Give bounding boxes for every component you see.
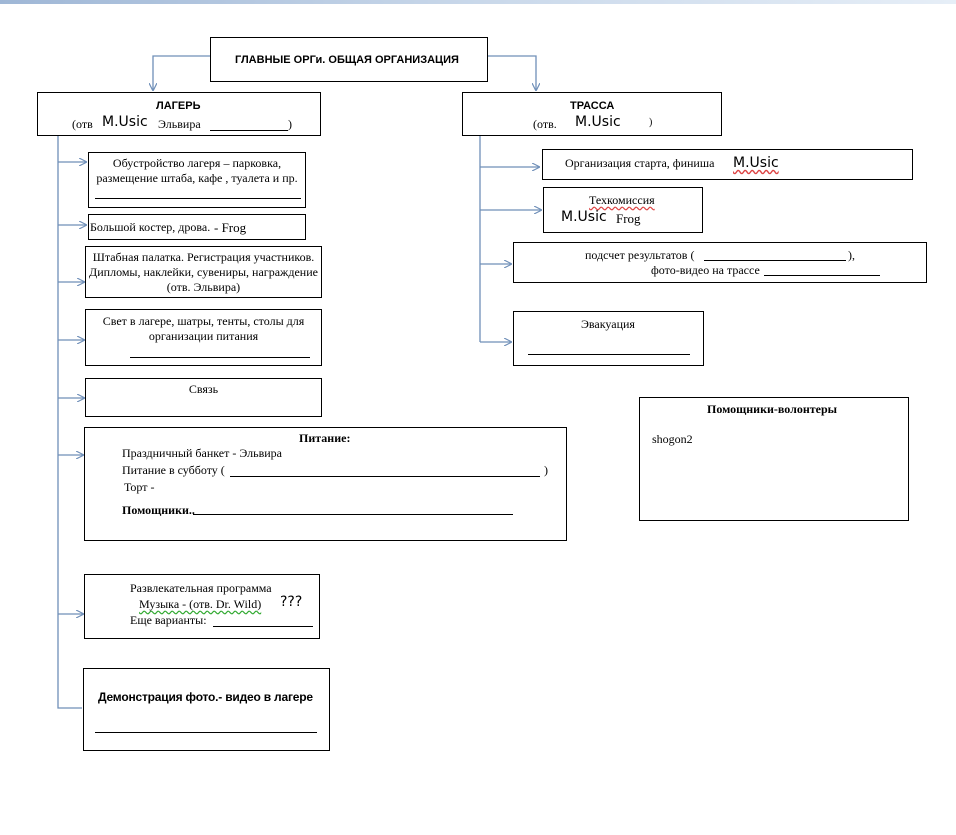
track-results-blank2 [764,275,880,276]
track-tech-box: Техкомиссия M.Usic Frog [543,187,703,233]
camp-entertainment-box: Развлекательная программа Музыка - (отв.… [84,574,320,639]
camp-hq-line1: Штабная палатка. Регистрация участников. [92,250,315,264]
track-results-line2: фото-видео на трассе [651,263,760,277]
camp-ent-more: Еще варианты: [130,613,207,627]
camp-light-box: Свет в лагере, шатры, тенты, столы для о… [85,309,322,366]
camp-bonfire-helper: - Frog [214,220,247,235]
track-results-blank1 [704,260,846,261]
camp-ent-music: Музыка - (отв. Dr. Wild) [139,597,262,611]
camp-light-line1: Свет в лагере, шатры, тенты, столы для [102,314,305,328]
camp-bonfire-text: Большой костер, дрова. [90,220,211,234]
track-results-line1-suffix: ), [848,248,855,262]
camp-ent-line1: Развлекательная программа [130,581,272,595]
camp-setup-blank [95,198,301,199]
camp-resp-name2: Эльвира [158,117,201,131]
camp-food-helpers: Помощники.. [122,503,195,517]
camp-resp-suffix: ) [288,117,292,131]
track-resp-prefix: (отв. [533,117,557,131]
track-box: ТРАССА (отв. M.Usic ) [462,92,722,136]
track-tech-resp2: Frog [616,211,641,226]
camp-food-cake: Торт - [124,480,155,494]
camp-title: ЛАГЕРЬ [156,100,201,112]
track-evac-box: Эвакуация [513,311,704,366]
volunteers-box: Помощники-волонтеры shogon2 [639,397,909,521]
volunteers-name: shogon2 [652,432,693,446]
track-tech-title: Техкомиссия [589,193,655,207]
track-tech-resp1: M.Usic [561,209,607,225]
camp-food-banquet: Праздничный банкет - Эльвира [122,446,282,460]
camp-ent-more-blank [213,626,313,627]
root-title: ГЛАВНЫЕ ОРГи. ОБЩАЯ ОРГАНИЗАЦИЯ [235,54,459,66]
camp-ent-music-note: ??? [280,594,303,610]
camp-setup-line1: Обустройство лагеря – парковка, [112,156,282,170]
track-title: ТРАССА [570,100,615,112]
camp-setup-line2: размещение штаба, кафе , туалета и пр. [96,171,298,185]
camp-food-box: Питание: Праздничный банкет - Эльвира Пи… [84,427,567,541]
camp-food-saturday: Питание в субботу ( [122,463,225,477]
track-start-box: Организация старта, финиша M.Usic [542,149,913,180]
track-evac-text: Эвакуация [581,317,635,331]
camp-bonfire-box: Большой костер, дрова. - Frog [88,214,306,240]
camp-comms-box: Связь [85,378,322,417]
camp-light-line2: организации питания [148,329,259,343]
track-start-resp: M.Usic [733,155,779,171]
camp-food-helpers-blank [193,514,513,515]
camp-light-blank [130,357,310,358]
camp-food-saturday-suffix: ) [544,463,548,477]
camp-photo-box: Демонстрация фото.- видео в лагере [83,668,330,751]
camp-photo-blank [95,732,317,733]
camp-food-title: Питание: [299,431,351,445]
camp-food-saturday-blank [230,476,540,477]
camp-comms-text: Связь [188,382,219,396]
track-results-line1: подсчет результатов ( [585,248,695,262]
camp-hq-box: Штабная палатка. Регистрация участников.… [85,246,322,298]
track-evac-blank [528,354,690,355]
camp-resp-name: M.Usic [102,114,148,130]
track-resp-name: M.Usic [575,114,621,130]
camp-setup-box: Обустройство лагеря – парковка, размещен… [88,152,306,208]
camp-box: ЛАГЕРЬ (отв M.Usic Эльвира ) [37,92,321,136]
volunteers-title: Помощники-волонтеры [707,402,838,416]
camp-photo-text: Демонстрация фото.- видео в лагере [98,690,313,704]
track-results-box: подсчет результатов ( ), фото-видео на т… [513,242,927,283]
root-box: ГЛАВНЫЕ ОРГи. ОБЩАЯ ОРГАНИЗАЦИЯ [210,37,488,82]
track-start-text: Организация старта, финиша [565,156,715,170]
camp-resp-blank [210,130,288,131]
camp-resp-prefix: (отв [72,117,93,131]
camp-hq-line3: (отв. Эльвира) [166,280,241,294]
camp-hq-line2: Дипломы, наклейки, сувениры, награждение [89,265,318,279]
top-accent-strip [0,0,956,4]
track-resp-suffix: ) [649,117,653,128]
